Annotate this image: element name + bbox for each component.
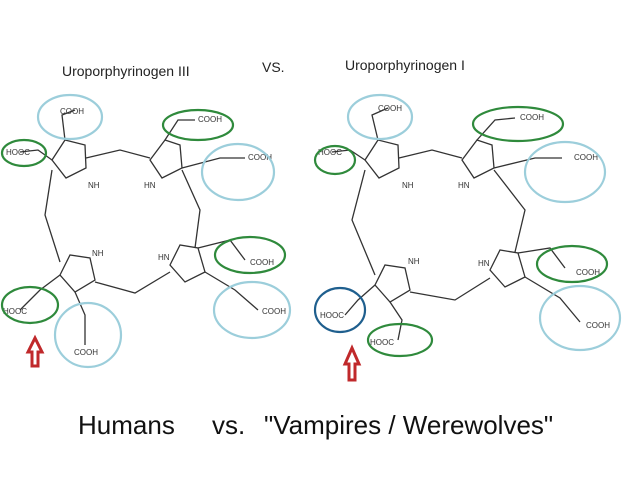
propionate-circle [212, 280, 292, 340]
sidechain-br-propionate [524, 276, 581, 323]
sidechain-tr-propionate [493, 157, 562, 169]
cooh-label: COOH [574, 153, 598, 162]
cooh-label: COOH [262, 307, 286, 316]
pyrrole-ring-bottom-right [169, 244, 206, 283]
cooh-label: COOH [378, 104, 402, 113]
propionate-circle [53, 301, 123, 369]
bridge-bottom [409, 277, 491, 301]
propionate-circle [200, 142, 276, 202]
molecule-uroporphyrinogen-iii: NH HN NH HN COOH HOOC COOH COOH COOH COO… [0, 93, 292, 369]
acetate-circle [161, 108, 235, 142]
title-vs: VS. [262, 59, 285, 75]
pyrrole-ring-top-right [461, 139, 495, 179]
bridge-right [493, 169, 526, 253]
bridge-right [181, 169, 201, 249]
propionate-circle [346, 93, 414, 141]
hooc-label: HOOC [318, 148, 342, 157]
bridge-bottom [94, 271, 171, 294]
acetate-circle [471, 105, 565, 143]
cooh-label: COOH [60, 107, 84, 116]
sidechain-tl-acetate [19, 149, 53, 161]
cooh-label: COOH [520, 113, 544, 122]
pyrrole-ring-bottom-left [59, 254, 96, 293]
acetate-circle [0, 138, 48, 168]
hn-label: HN [158, 253, 170, 262]
bridge-top [85, 149, 151, 159]
caption-humans: Humans [78, 410, 175, 440]
propionate-circle [523, 140, 607, 204]
caption-vampires-werewolves: "Vampires / Werewolves" [264, 410, 553, 440]
propionate-circle [538, 284, 622, 352]
acetate-circle [366, 322, 434, 358]
acetate-circle [0, 285, 60, 325]
sidechain-bl-propionate [74, 291, 86, 345]
title-uroporphyrinogen-i: Uroporphyrinogen I [345, 57, 465, 73]
sidechain-tr-acetate [476, 117, 516, 141]
bridge-top [398, 149, 463, 159]
cooh-label: COOH [586, 321, 610, 330]
propionate-circle [36, 93, 104, 141]
hooc-label: HOOC [370, 338, 394, 347]
sidechain-bl-acetate [19, 274, 61, 311]
nh-label: NH [402, 181, 414, 190]
acetate-circle [313, 144, 357, 176]
pyrrole-ring-bottom-left [374, 264, 411, 303]
pyrrole-ring-top-left [51, 139, 87, 179]
cooh-label: COOH [198, 115, 222, 124]
caption-vs: vs. [212, 410, 245, 440]
pyrrole-ring-top-left [364, 139, 400, 179]
arrow-up-icon [342, 344, 362, 382]
sidechain-tl-propionate [61, 109, 76, 141]
propionate-circle [313, 286, 367, 334]
hooc-label: HOOC [3, 307, 27, 316]
arrow-up-icon [25, 334, 45, 368]
sidechain-bl-propionate [344, 284, 376, 316]
cooh-label: COOH [250, 258, 274, 267]
title-uroporphyrinogen-iii: Uroporphyrinogen III [62, 63, 190, 79]
cooh-label: COOH [576, 268, 600, 277]
nh-label: NH [92, 249, 104, 258]
pyrrole-ring-bottom-right [489, 249, 526, 288]
sidechain-br-acetate [517, 247, 566, 269]
sidechain-br-acetate [197, 239, 246, 261]
acetate-circle [213, 235, 287, 275]
hn-label: HN [144, 181, 156, 190]
cooh-label: COOH [248, 153, 272, 162]
nh-label: NH [408, 257, 420, 266]
nh-label: NH [88, 181, 100, 190]
pyrrole-ring-top-right [149, 139, 183, 179]
sidechain-br-propionate [204, 271, 259, 311]
cooh-label: COOH [74, 348, 98, 357]
hooc-label: HOOC [6, 148, 30, 157]
bridge-left [351, 169, 376, 276]
bridge-left [44, 169, 61, 263]
hn-label: HN [458, 181, 470, 190]
acetate-circle [535, 244, 609, 284]
hooc-label: HOOC [320, 311, 344, 320]
sidechain-bl-acetate [389, 301, 403, 341]
molecule-uroporphyrinogen-i: NH HN NH HN COOH HOOC COOH COOH COOH COO… [313, 93, 622, 382]
sidechain-tl-propionate [371, 107, 389, 141]
hn-label: HN [478, 259, 490, 268]
sidechain-tr-propionate [181, 157, 245, 169]
